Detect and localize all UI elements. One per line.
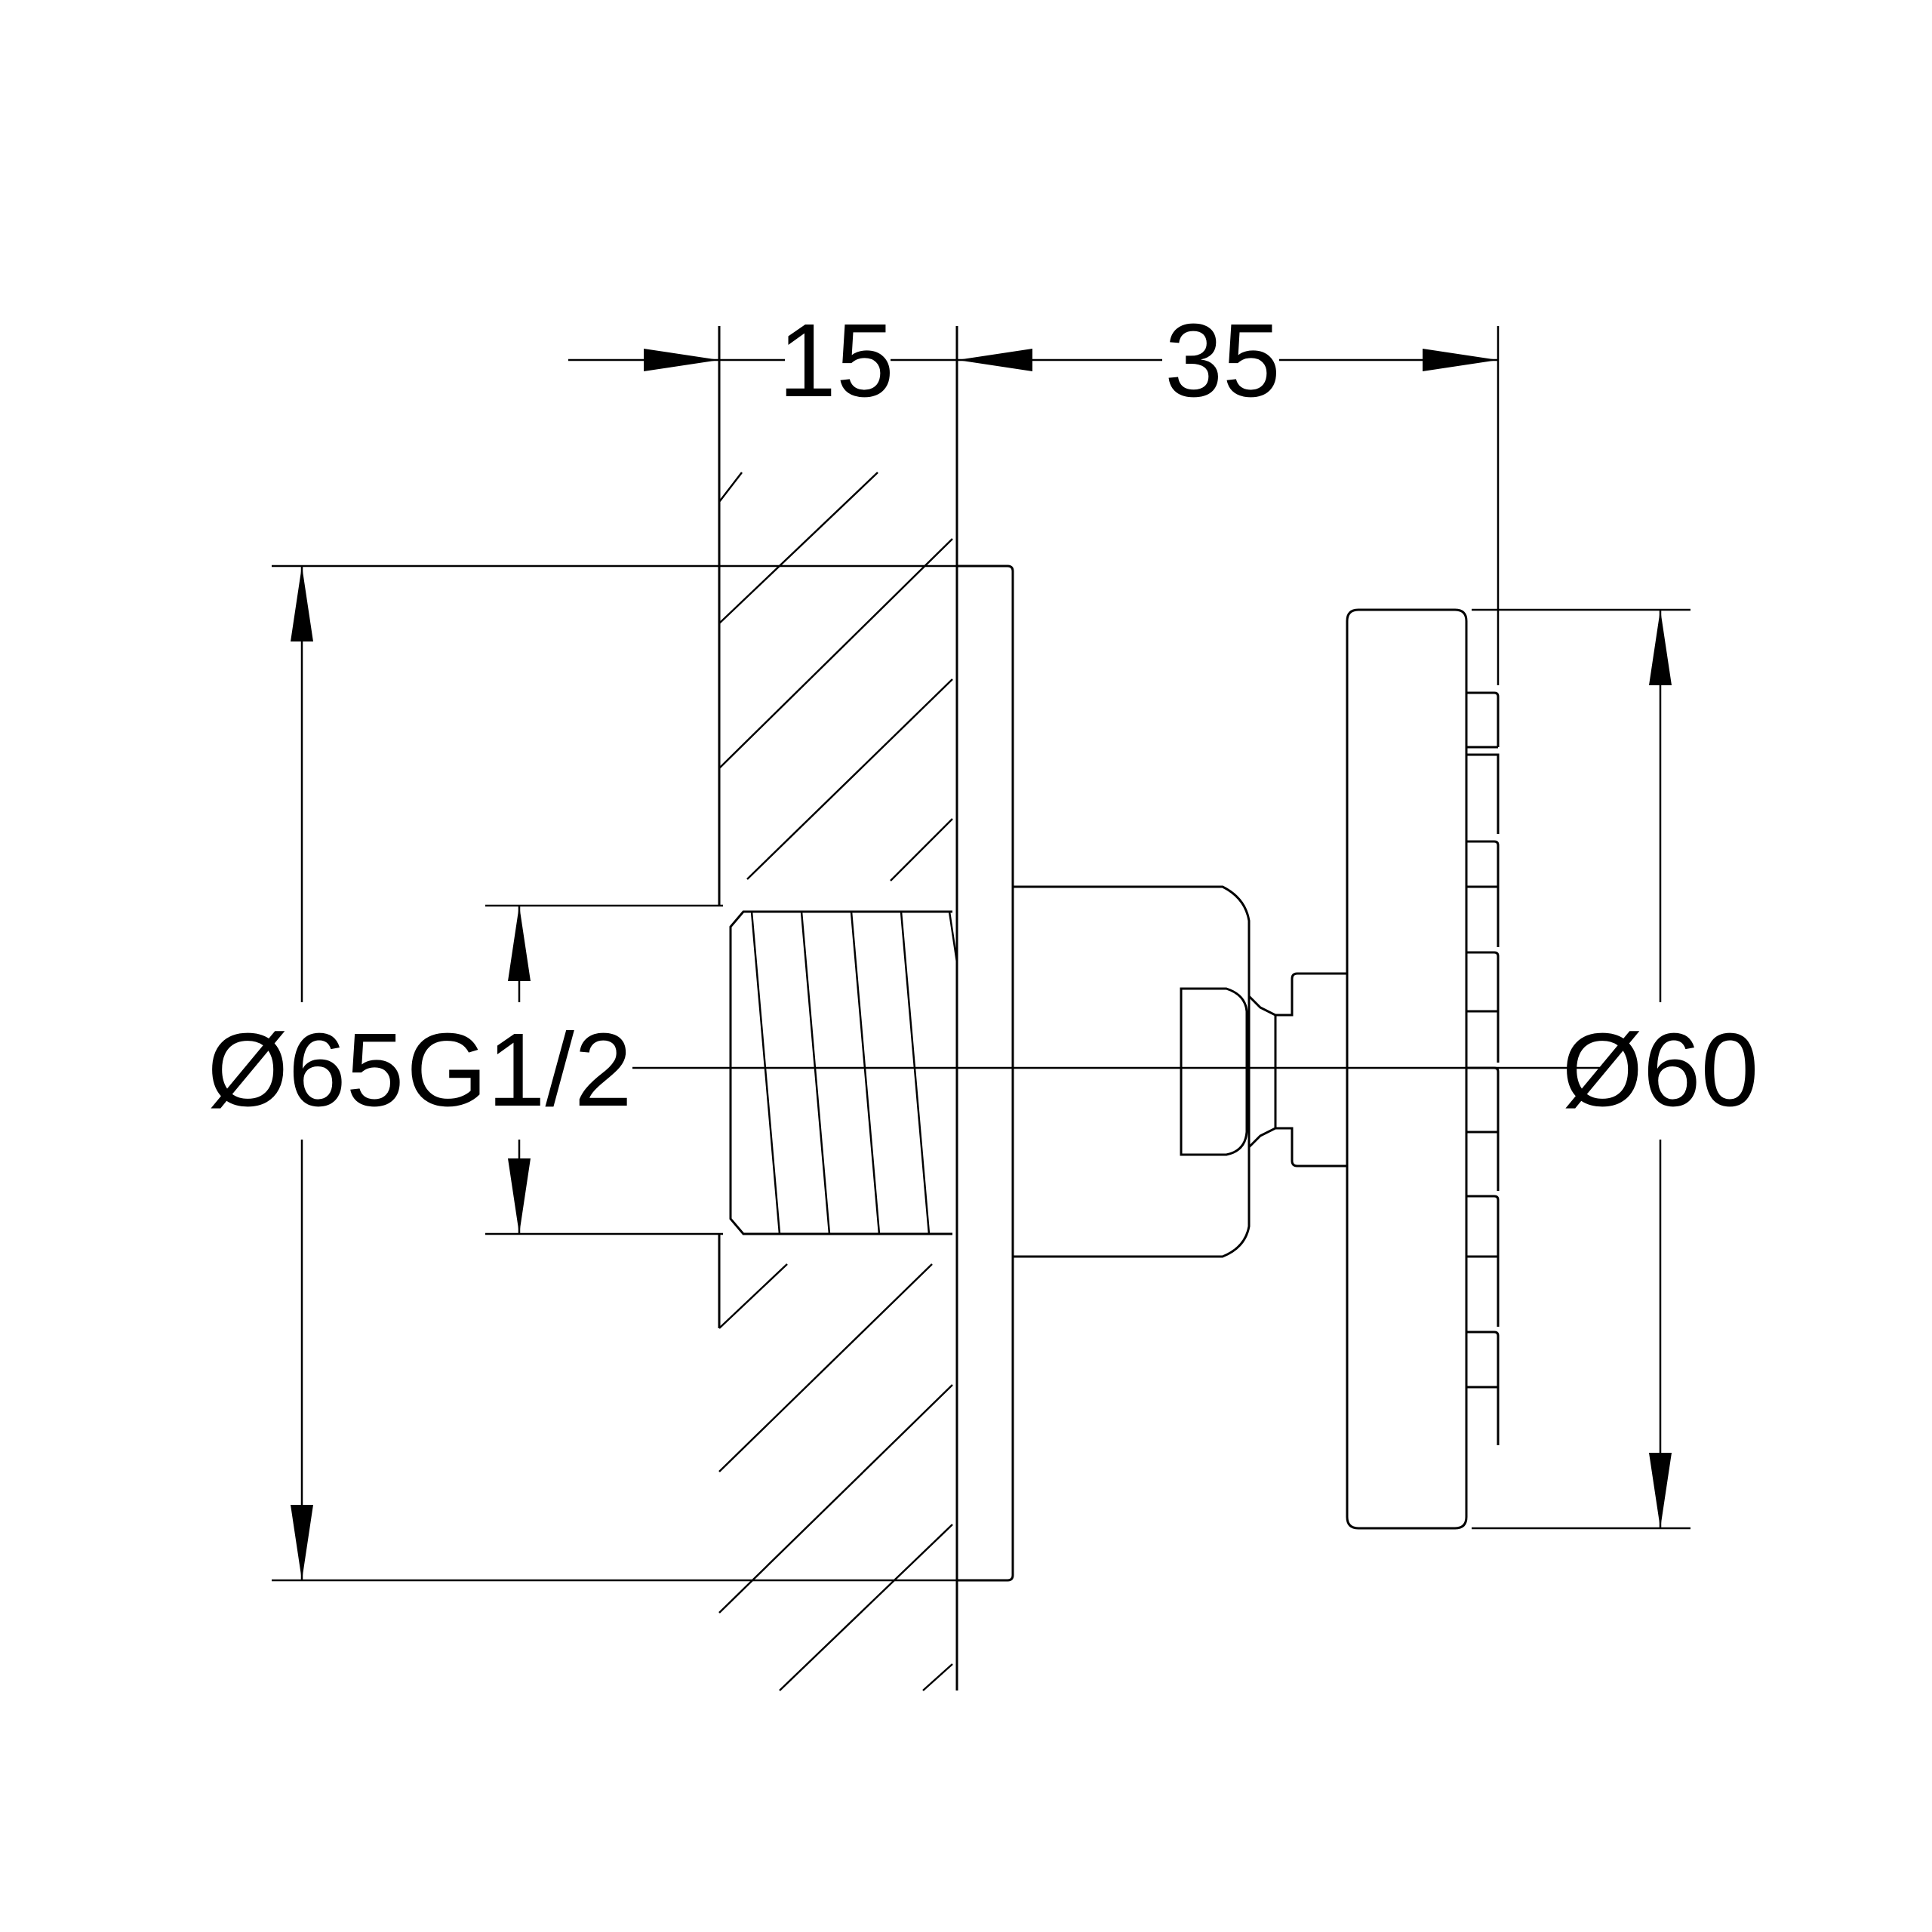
threaded-connection [729,910,958,1235]
thread-lines [750,911,931,1235]
arrowhead [508,906,531,981]
wall-hatching [718,472,953,1691]
dimension-thread: G1/2 [406,904,723,1235]
spray-nozzles [1466,691,1500,1445]
arrowhead [644,349,719,371]
arrowhead [291,1505,313,1580]
dimension-35: 35 [955,303,1500,685]
wall-section [718,326,958,1691]
arrowhead [1649,1453,1672,1528]
shower-head [1346,608,1500,1530]
arrowhead [1423,349,1498,371]
dimension-text-35: 35 [1164,303,1281,419]
arrowhead [508,1158,531,1234]
dimension-text-15: 15 [778,303,894,419]
dimension-head-diameter: Ø60 [1472,608,1759,1530]
wall-flange [957,565,1014,1582]
arrowhead [291,566,313,641]
dimension-text-head: Ø60 [1562,1012,1759,1128]
dimension-text-flange: Ø65 [208,1012,405,1128]
dimension-flange-diameter: Ø65 [208,565,1004,1582]
arrowhead [957,349,1032,371]
dimension-15: 15 [568,303,957,483]
arm-body [1013,885,1349,1258]
dimension-text-thread: G1/2 [406,1012,632,1128]
arrowhead [1649,610,1672,685]
